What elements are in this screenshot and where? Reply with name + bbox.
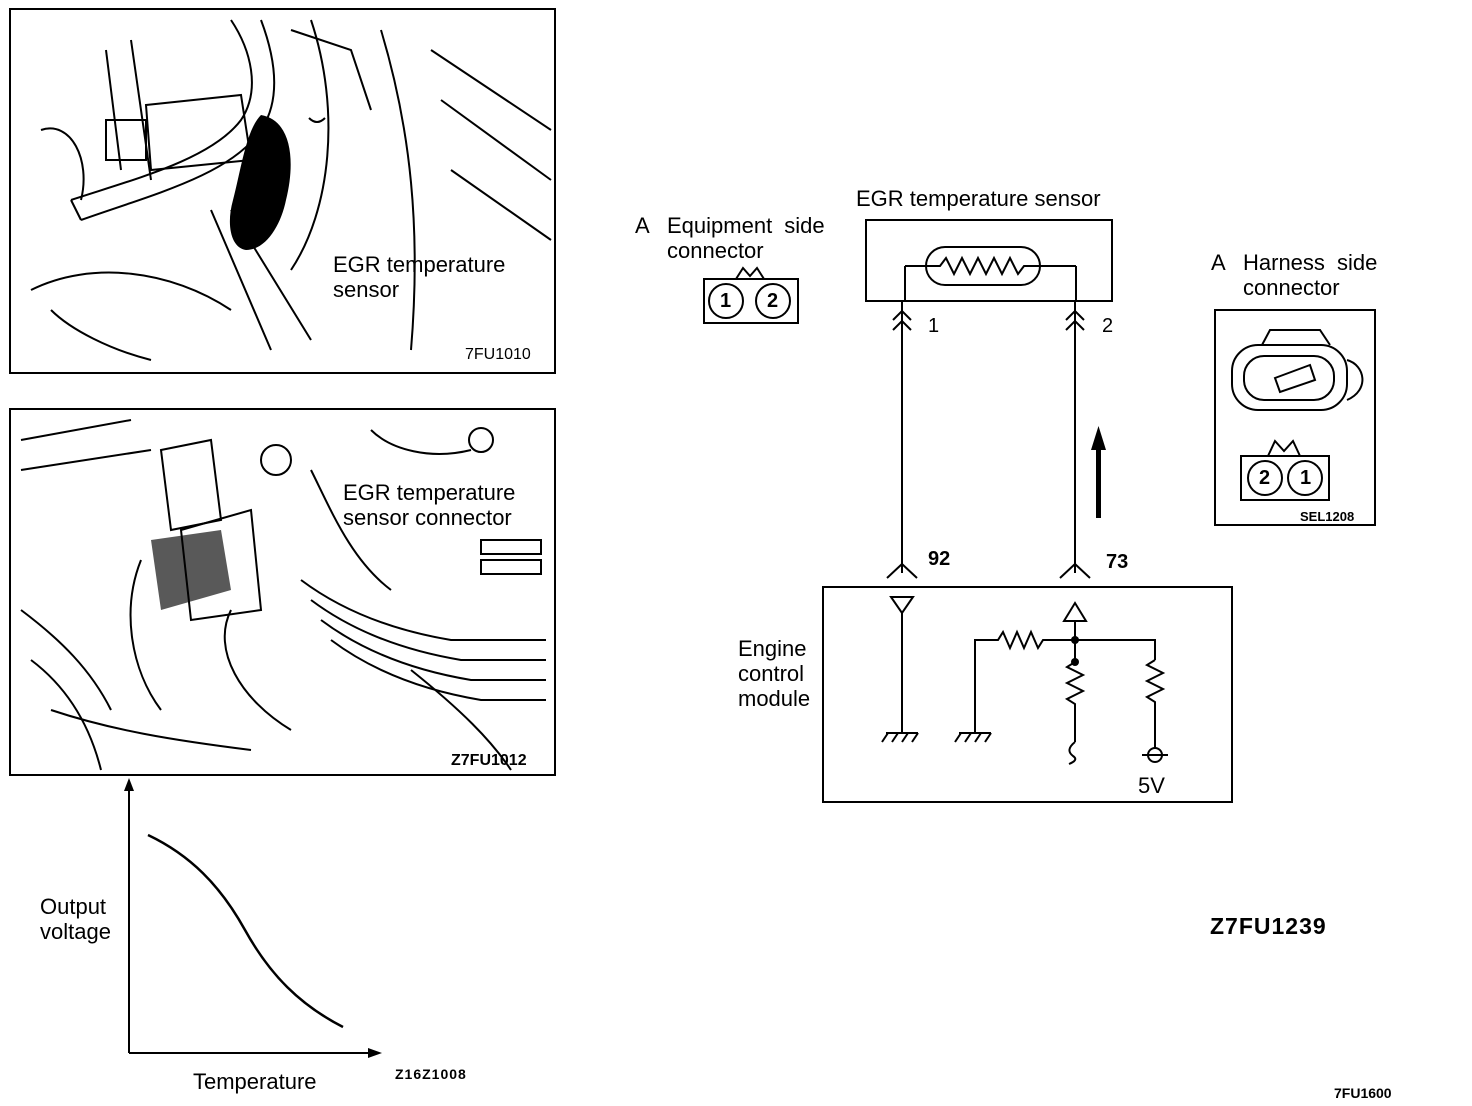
equipment-connector-letter: A: [635, 213, 650, 238]
equipment-pin-2: 2: [767, 290, 779, 312]
connector-label-line1: EGR temperature: [343, 480, 516, 505]
harness-connector-line1: Harness side: [1243, 250, 1378, 275]
engine-illustration-2: [20, 419, 546, 771]
harness-connector-frame: [1214, 309, 1376, 526]
harness-pin-2: 2: [1259, 467, 1271, 489]
equipment-connector-line2: connector: [667, 238, 764, 263]
harness-pin-1: 1: [1300, 467, 1312, 489]
harness-connector-line2: connector: [1243, 275, 1340, 300]
equipment-connector-label: Equipment side connector: [667, 213, 825, 263]
supply-voltage: 5V: [1138, 773, 1165, 798]
equipment-pin-1: 1: [720, 290, 732, 312]
output-voltage-graph: [124, 778, 382, 1058]
thermistor-symbol: [925, 246, 1041, 286]
equipment-connector-body: [703, 278, 799, 324]
sensor-label: EGR temperature sensor: [333, 252, 505, 302]
voltage-curve: [147, 833, 344, 1029]
sensor-pin-2: 2: [1102, 315, 1114, 337]
graph-x-label: Temperature: [193, 1069, 317, 1094]
graph-y-label-line1: Output: [40, 894, 107, 919]
harness-connector-letter: A: [1211, 250, 1226, 275]
connector-label: EGR temperature sensor connector: [343, 480, 515, 530]
sensor-box: [865, 219, 1113, 302]
harness-connector-label: Harness side connector: [1243, 250, 1377, 300]
graph-y-label-line2: voltage: [40, 919, 111, 944]
graph-y-label: Output voltage: [40, 894, 111, 944]
harness-figure-code: SEL1208: [1300, 509, 1355, 524]
y-axis-arrow: [124, 778, 134, 791]
x-axis-arrow: [368, 1048, 382, 1058]
ecm-terminal-92: 92: [928, 548, 951, 570]
thermistor-resistor: [905, 255, 1076, 277]
page-code: 7FU1600: [1334, 1085, 1392, 1101]
ecm-label-line2: control: [738, 661, 805, 686]
graph-code: Z16Z1008: [395, 1066, 467, 1082]
figure-code: Z7FU1012: [451, 752, 527, 769]
ecm-terminal-73: 73: [1106, 551, 1129, 573]
circuit-figure-code: Z7FU1239: [1210, 913, 1327, 939]
equipment-connector-line1: Equipment side: [667, 213, 825, 238]
figure-code: 7FU1010: [465, 346, 531, 363]
sensor-title: EGR temperature sensor: [856, 186, 1101, 211]
harness-connector-body: [1240, 455, 1330, 501]
sensor-label-line1: EGR temperature: [333, 252, 506, 277]
connector-label-line2: sensor connector: [343, 505, 512, 530]
ecm-label-line1: Engine: [738, 636, 807, 661]
engine-illustration-1: [30, 19, 552, 361]
sensor-label-line2: sensor: [333, 277, 400, 302]
sensor-location-illustration: EGR temperature sensor 7FU1010: [9, 8, 556, 374]
sensor-pin-1: 1: [928, 315, 940, 337]
ecm-box: [822, 586, 1233, 803]
connector-location-illustration: EGR temperature sensor connector Z7FU101…: [9, 408, 556, 776]
ecm-label-line3: module: [738, 686, 811, 711]
ecm-label: Engine control module: [738, 636, 810, 711]
